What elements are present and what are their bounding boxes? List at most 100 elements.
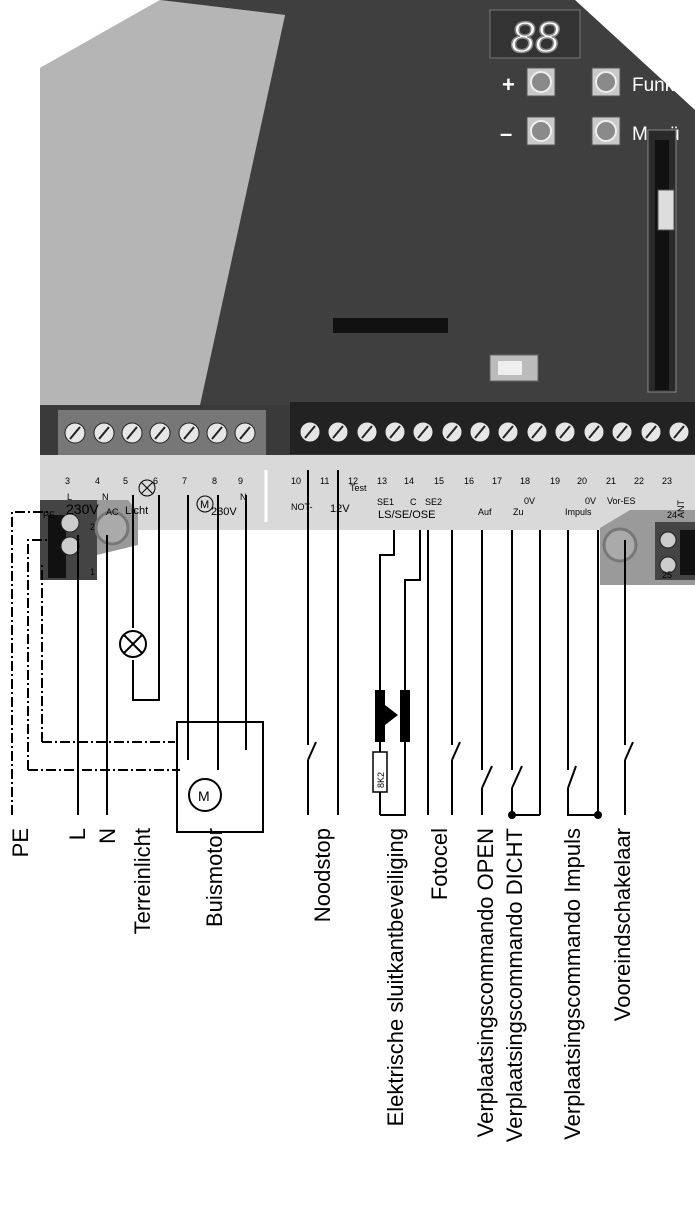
control-screws	[299, 421, 690, 443]
impuls-label: Impuls	[565, 507, 592, 517]
main-voltage-label: 230V	[66, 501, 99, 517]
t23-label: 23	[662, 476, 672, 486]
minus-label: –	[500, 121, 512, 146]
se1-label: SE1	[377, 497, 394, 507]
t15-label: 15	[434, 476, 444, 486]
screw-slot	[304, 425, 316, 439]
terminal-2-label: 2	[90, 522, 95, 532]
t8-label: 8	[212, 476, 217, 486]
t12-label: 12	[348, 476, 358, 486]
screw-slot	[332, 425, 344, 439]
mount-hole-right	[602, 527, 638, 563]
zu-label: Zu	[513, 507, 524, 517]
n-terminal-label: N	[102, 492, 109, 502]
licht-label: Licht	[125, 505, 148, 517]
screw-slot	[69, 426, 81, 440]
junction-impuls	[594, 811, 602, 819]
component-label: Fotocel	[427, 828, 452, 900]
screw-slot	[616, 425, 628, 439]
screw-slot	[417, 425, 429, 439]
terminal-1-screw	[60, 536, 80, 556]
screw-slot	[389, 425, 401, 439]
t6-label: 6	[153, 476, 158, 486]
safety-edge-arrow	[385, 705, 398, 725]
plus-label: +	[502, 72, 515, 97]
test-label: Test	[350, 483, 367, 493]
pe-rail	[48, 515, 66, 578]
screw-slot	[673, 425, 685, 439]
wiring	[11, 470, 634, 833]
lsseose-label: LS/SE/OSE	[378, 509, 435, 521]
screw-slot	[531, 425, 543, 439]
pe-wire	[11, 511, 48, 815]
screw-slot	[239, 426, 251, 440]
slider-handle[interactable]	[657, 189, 675, 231]
terminal-25-screw	[659, 556, 677, 574]
component-label: Terreinlicht	[130, 828, 155, 934]
power-screws	[64, 422, 256, 444]
l-terminal-label: L	[67, 492, 72, 502]
lamp-symbol-small	[138, 479, 156, 497]
lamp-wire-b	[132, 495, 160, 701]
funk-button[interactable]	[591, 67, 621, 97]
component-label: Verplaatsingscommando DICHT	[502, 828, 527, 1142]
safety-edge-right	[400, 690, 410, 742]
screw-slot	[361, 425, 373, 439]
screw-slot	[502, 425, 514, 439]
t13-label: 13	[377, 476, 387, 486]
ant-label: ANT	[676, 499, 686, 518]
t11-label: 11	[320, 476, 329, 486]
t17-label: 17	[492, 476, 502, 486]
control-terminal-block	[290, 402, 695, 454]
safety-edge-left	[375, 690, 385, 742]
se2-label: SE2	[425, 497, 442, 507]
screw-slot	[183, 426, 195, 440]
screw-slot	[154, 426, 166, 440]
vores-label: Vor-ES	[607, 496, 636, 506]
t14-label: 14	[404, 476, 414, 486]
terminal-label-strip	[40, 455, 695, 530]
t10-label: 10	[291, 476, 301, 486]
not-label: NOT-	[291, 502, 313, 512]
pe-terminal-label: PE	[43, 510, 55, 520]
screw-slot	[211, 426, 223, 440]
motor-label: M	[198, 788, 210, 804]
plus-button[interactable]	[526, 67, 556, 97]
t4-label: 4	[95, 476, 100, 486]
ant-rail	[680, 530, 695, 575]
t20-label: 20	[577, 476, 587, 486]
t21-label: 21	[606, 476, 616, 486]
housing-light-face	[40, 0, 285, 405]
screw-slot	[559, 425, 571, 439]
screw-slot	[474, 425, 486, 439]
terminal-24-screw	[659, 531, 677, 549]
screw-slot	[645, 425, 657, 439]
slider-channel	[655, 140, 669, 390]
t18-label: 18	[520, 476, 530, 486]
component-label: PE	[8, 828, 33, 857]
junction-dicht	[508, 811, 516, 819]
motor-n-label: N	[240, 492, 247, 502]
t19-label: 19	[550, 476, 560, 486]
motor-symbol-small-label: M	[200, 499, 209, 511]
component-label: Vooreindschakelaar	[610, 828, 635, 1021]
ov2-label: 0V	[585, 496, 596, 506]
component-label: L	[65, 828, 90, 840]
menu-button[interactable]	[591, 116, 621, 146]
minus-button[interactable]	[526, 116, 556, 146]
terminal-2-screw	[60, 513, 80, 533]
t22-label: 22	[634, 476, 644, 486]
screw-slot	[98, 426, 110, 440]
motor-symbol-small	[196, 495, 214, 513]
motor-voltage-label: 230V	[211, 506, 237, 518]
t24-label: 24	[667, 510, 677, 520]
t16-label: 16	[464, 476, 474, 486]
motor-symbol	[188, 778, 222, 812]
terminal-1-label: 1	[90, 567, 95, 577]
display-value: 88	[511, 13, 560, 62]
ov1-label: 0V	[524, 496, 535, 506]
component-label: N	[95, 828, 120, 844]
